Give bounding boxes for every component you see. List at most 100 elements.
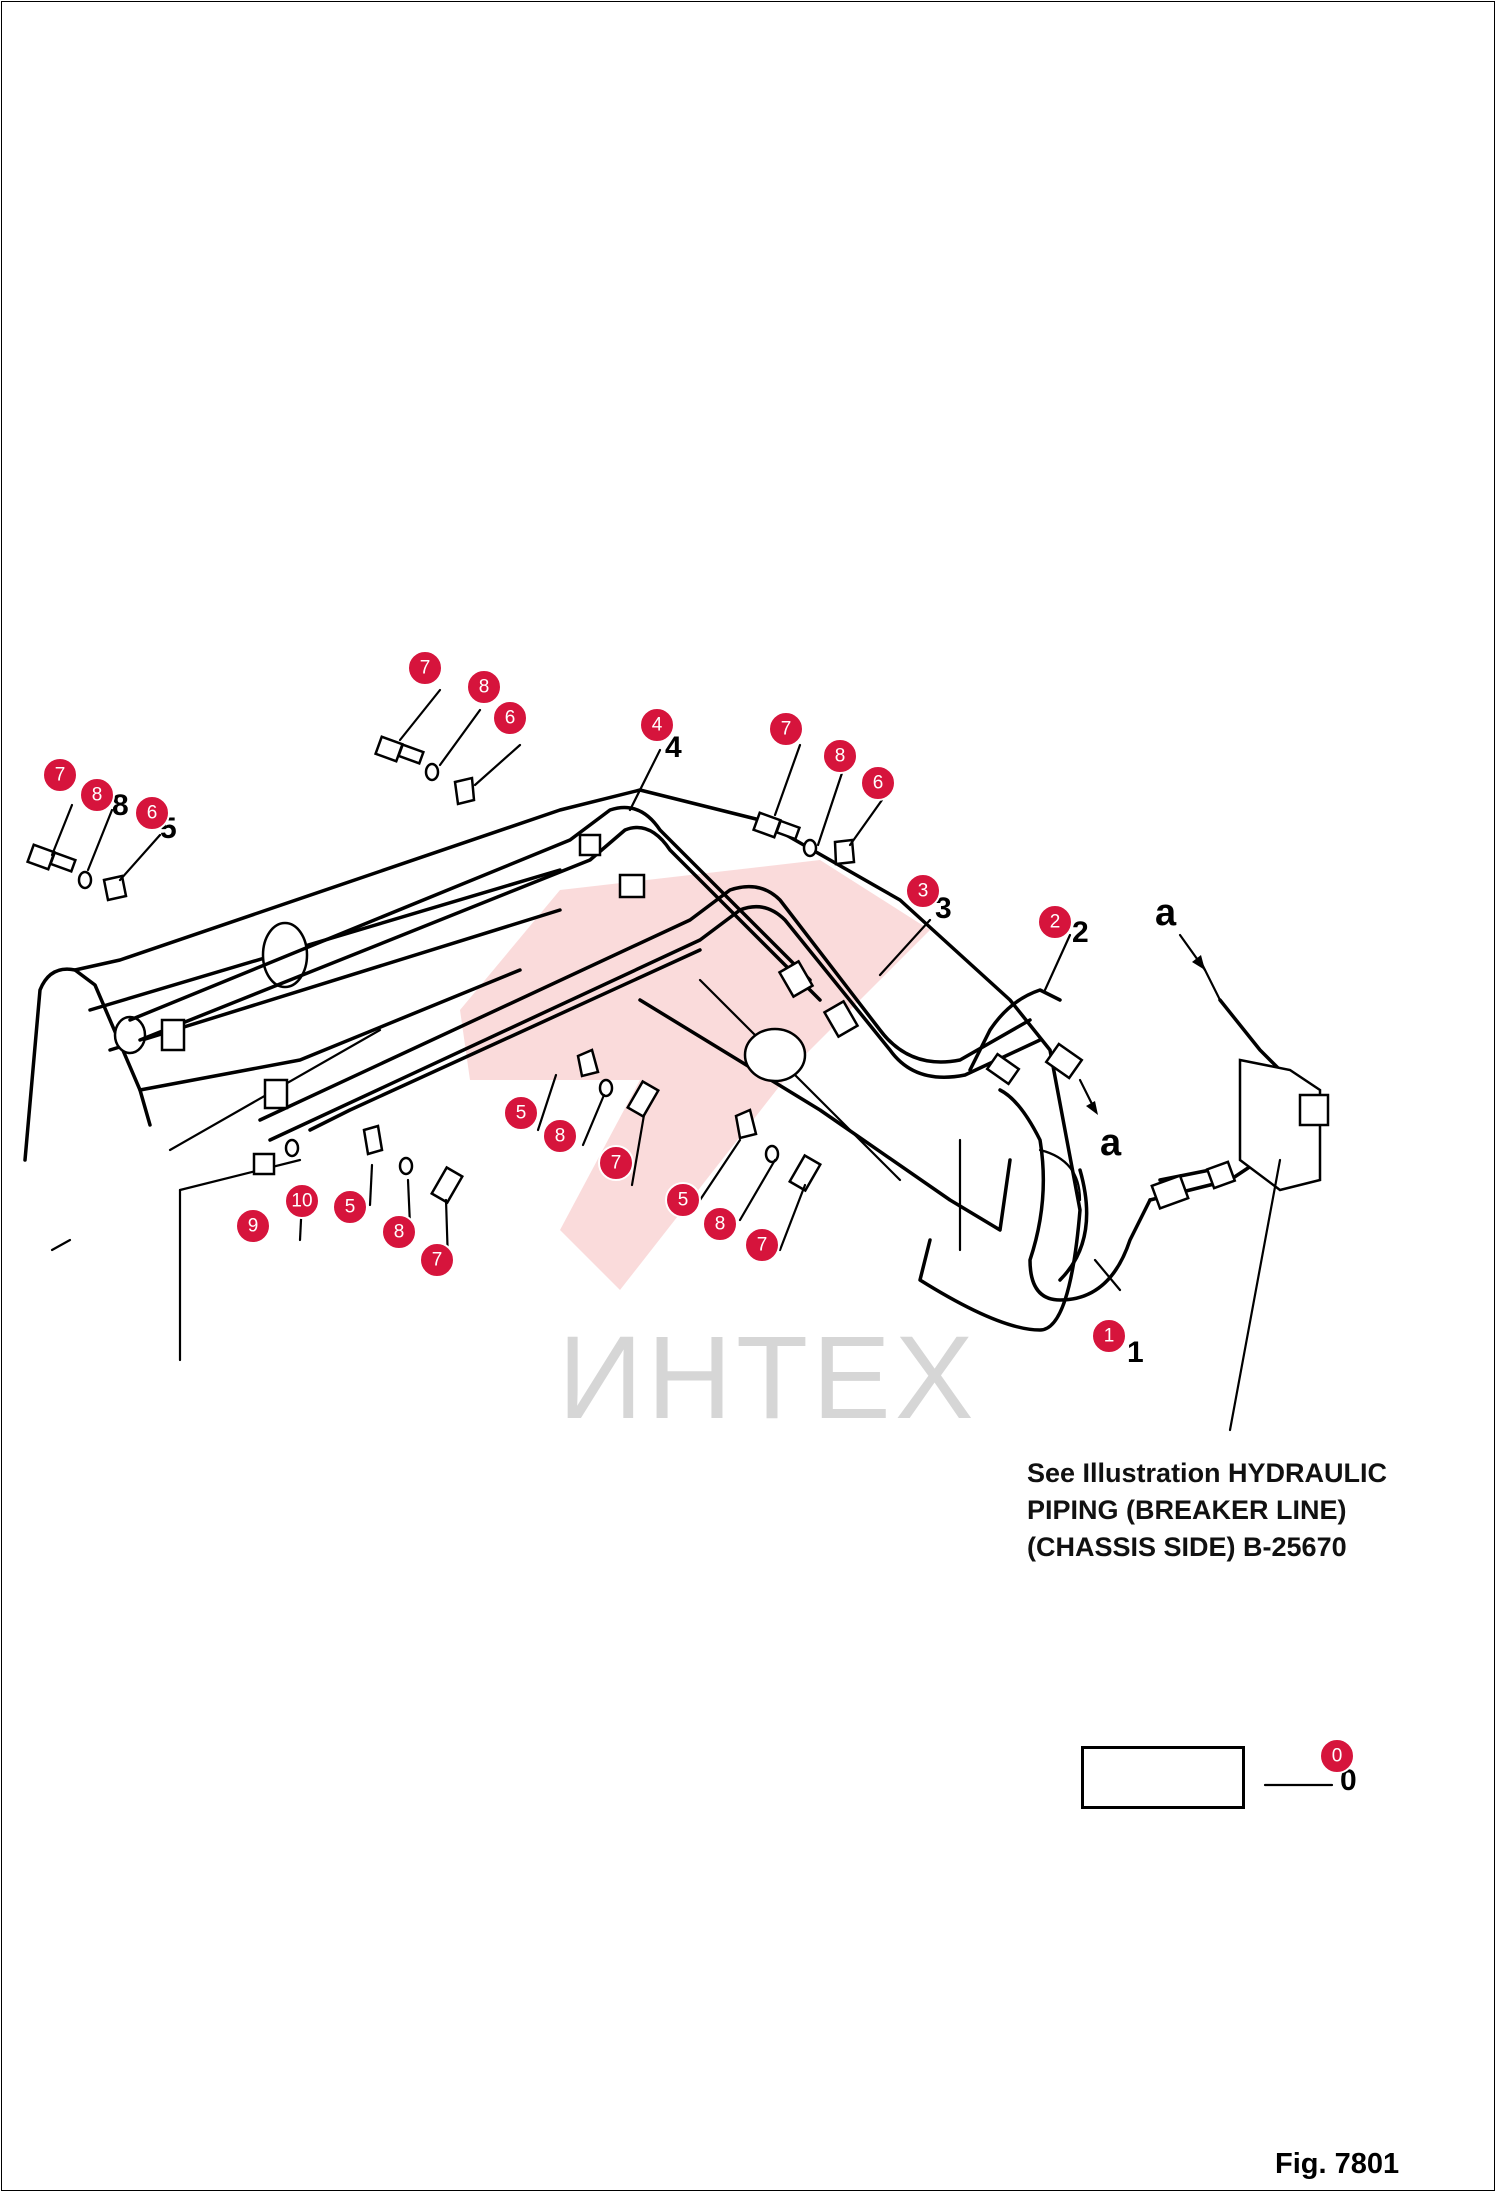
- boom-outline: [23, 788, 1089, 1362]
- callout-circle[interactable]: [492, 700, 528, 736]
- callout-6[interactable]: 6: [860, 765, 896, 801]
- callout-number: 7: [781, 719, 792, 740]
- svg-text:4: 4: [665, 731, 682, 764]
- callout-circle[interactable]: [639, 707, 675, 743]
- fittings: [160, 833, 1330, 1211]
- callout-circle[interactable]: [542, 1118, 578, 1154]
- callout-5[interactable]: 5: [665, 1182, 701, 1218]
- callout-circle[interactable]: [665, 1182, 701, 1218]
- note-line-2: PIPING (BREAKER LINE): [1027, 1495, 1347, 1525]
- callout-circle[interactable]: [79, 777, 115, 813]
- callout-number: 0: [1332, 1746, 1343, 1767]
- callout-number: 7: [432, 1250, 443, 1271]
- callout-8[interactable]: 8: [542, 1118, 578, 1154]
- callout-number: 10: [291, 1191, 312, 1212]
- callout-circle[interactable]: [1091, 1318, 1127, 1354]
- watermark-text: ИНТЕХ: [558, 1312, 978, 1444]
- callout-7[interactable]: 7: [598, 1145, 634, 1181]
- svg-text:2: 2: [1072, 916, 1089, 949]
- callout-number: 4: [652, 715, 663, 736]
- callout-circle[interactable]: [134, 795, 170, 831]
- callout-6[interactable]: 6: [134, 795, 170, 831]
- svg-text:3: 3: [935, 892, 952, 925]
- leader-lines: [50, 688, 1334, 1787]
- callout-circle[interactable]: [503, 1095, 539, 1131]
- callout-circle[interactable]: [905, 873, 941, 909]
- callout-3[interactable]: 3: [905, 873, 941, 909]
- see-illustration-note: See Illustration HYDRAULIC PIPING (BREAK…: [1027, 1455, 1467, 1566]
- callout-7[interactable]: 7: [407, 650, 443, 686]
- svg-text:8: 8: [112, 789, 129, 822]
- callout-number: 7: [420, 658, 431, 679]
- svg-text:1: 1: [1127, 1336, 1144, 1369]
- callout-number: 1: [1104, 1326, 1115, 1347]
- callout-number: 5: [678, 1190, 689, 1211]
- watermark-logo: [460, 860, 930, 1290]
- printed-part-numbers: 4 3 2 1 8 5 0: [112, 731, 1357, 1797]
- hydraulic-pipes: [128, 805, 1302, 1302]
- callout-circle[interactable]: [598, 1145, 634, 1181]
- callout-number: 8: [715, 1214, 726, 1235]
- callout-7[interactable]: 7: [768, 711, 804, 747]
- callout-number: 8: [394, 1222, 405, 1243]
- callout-circle[interactable]: [744, 1227, 780, 1263]
- callout-number: 7: [55, 765, 66, 786]
- callout-7[interactable]: 7: [744, 1227, 780, 1263]
- arrow-label-a-bottom: a: [1100, 1122, 1122, 1164]
- callout-number: 7: [757, 1235, 768, 1256]
- callout-circle[interactable]: [702, 1206, 738, 1242]
- callout-8[interactable]: 8: [79, 777, 115, 813]
- arrow-a-top: a: [1155, 892, 1207, 972]
- callout-circle[interactable]: [332, 1189, 368, 1225]
- callout-number: 9: [248, 1216, 259, 1237]
- note-line-1: See Illustration HYDRAULIC: [1027, 1458, 1388, 1488]
- hardware: [25, 735, 856, 1252]
- callout-2[interactable]: 2: [1037, 904, 1073, 940]
- callout-8[interactable]: 8: [702, 1206, 738, 1242]
- callout-number: 6: [147, 803, 158, 824]
- callout-1[interactable]: 1: [1091, 1318, 1127, 1354]
- callout-circle[interactable]: [1319, 1738, 1355, 1774]
- legend-box: [1081, 1746, 1245, 1809]
- callout-number: 5: [516, 1103, 527, 1124]
- callout-circle[interactable]: [419, 1242, 455, 1278]
- callout-4[interactable]: 4: [639, 707, 675, 743]
- callout-number: 6: [505, 708, 516, 729]
- callout-circle[interactable]: [381, 1214, 417, 1250]
- callout-7[interactable]: 7: [419, 1242, 455, 1278]
- callout-5[interactable]: 5: [332, 1189, 368, 1225]
- callout-8[interactable]: 8: [466, 669, 502, 705]
- callout-8[interactable]: 8: [381, 1214, 417, 1250]
- callout-circle[interactable]: [284, 1183, 320, 1219]
- callout-5[interactable]: 5: [503, 1095, 539, 1131]
- callout-7[interactable]: 7: [42, 757, 78, 793]
- callout-number: 8: [92, 785, 103, 806]
- note-line-3: (CHASSIS SIDE) B-25670: [1027, 1532, 1347, 1562]
- callout-6[interactable]: 6: [492, 700, 528, 736]
- callout-0[interactable]: 0: [1319, 1738, 1355, 1774]
- figure-label: Fig. 7801: [1275, 2148, 1400, 2180]
- callout-9[interactable]: 9: [235, 1208, 271, 1244]
- callout-8[interactable]: 8: [822, 738, 858, 774]
- arrow-label-a-top: a: [1155, 892, 1177, 934]
- callout-number: 3: [918, 881, 929, 902]
- callout-number: 5: [345, 1197, 356, 1218]
- callout-circle[interactable]: [466, 669, 502, 705]
- callout-number: 8: [835, 746, 846, 767]
- arrow-a-bottom: a: [1078, 1078, 1122, 1164]
- callout-circle[interactable]: [235, 1208, 271, 1244]
- callout-number: 6: [873, 773, 884, 794]
- callout-circle[interactable]: [860, 765, 896, 801]
- callout-circle[interactable]: [1037, 904, 1073, 940]
- callout-number: 2: [1050, 912, 1061, 933]
- callout-number: 7: [611, 1153, 622, 1174]
- callout-10[interactable]: 10: [284, 1183, 320, 1219]
- callout-circle[interactable]: [42, 757, 78, 793]
- callout-circle[interactable]: [407, 650, 443, 686]
- callout-circle[interactable]: [822, 738, 858, 774]
- callout-number: 8: [479, 677, 490, 698]
- callout-circle[interactable]: [768, 711, 804, 747]
